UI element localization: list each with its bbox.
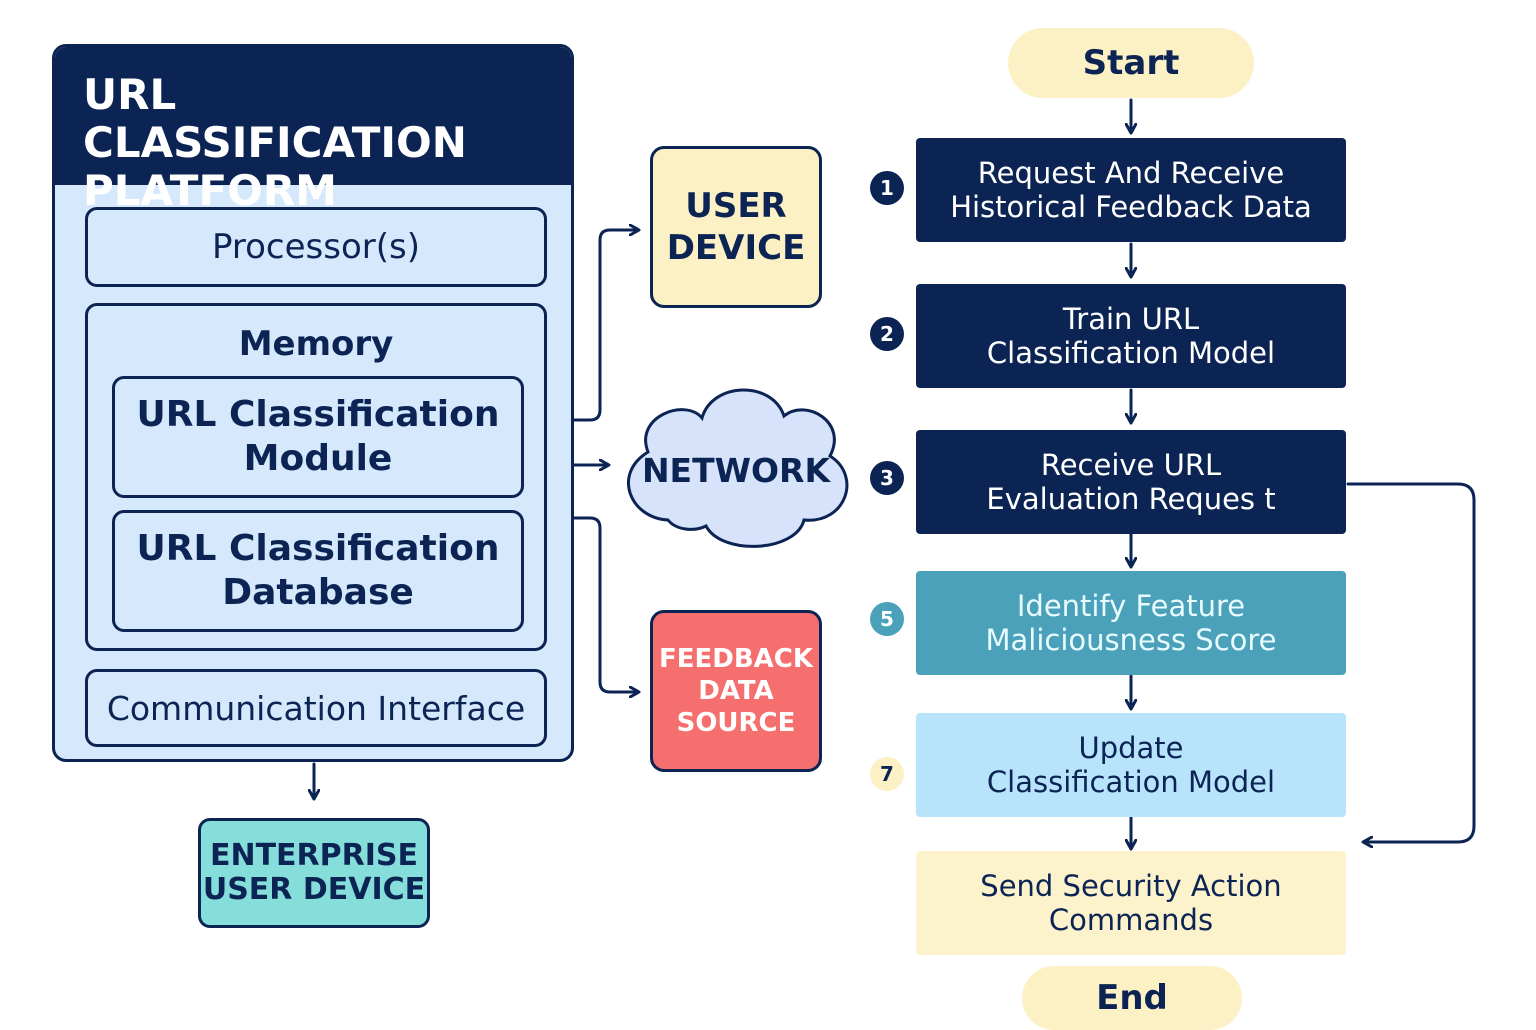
step-badge-1: 1 <box>870 171 904 205</box>
memory-label: Memory <box>238 324 394 364</box>
step2-line1: Train URL <box>1062 302 1200 336</box>
feedback-line3: SOURCE <box>676 708 796 738</box>
step6-line1: Send Security Action <box>980 869 1282 903</box>
enterprise-line1: ENTERPRISE <box>209 838 418 873</box>
flow-start: Start <box>1008 28 1254 98</box>
user-device-box: USER DEVICE <box>650 146 822 308</box>
arrow-module-to-user-device <box>518 230 638 422</box>
feedback-line1: FEEDBACK <box>658 644 814 674</box>
step4-line1: Identify Feature <box>1016 589 1246 623</box>
memory-box: Memory URL Classification Module URL Cla… <box>85 303 547 651</box>
user-device-line1: USER <box>685 186 787 226</box>
step1-line2: Historical Feedback Data <box>950 190 1312 224</box>
step-badge-2: 2 <box>870 317 904 351</box>
flow-step-train-model: Train URL Classification Model <box>916 284 1346 388</box>
flow-end: End <box>1022 966 1242 1030</box>
platform-title-line2: PLATFORM <box>83 166 337 215</box>
flow-step-send-commands: Send Security Action Commands <box>916 851 1346 955</box>
step5-line2: Classification Model <box>986 765 1276 799</box>
step6-line2: Commands <box>1048 903 1214 937</box>
arrow-step3-bypass-to-step6 <box>1346 482 1476 842</box>
url-classification-module: URL Classification Module <box>112 376 524 498</box>
module-line2: Module <box>243 438 393 479</box>
step-badge-5: 5 <box>870 602 904 636</box>
step-badge-3: 3 <box>870 461 904 495</box>
platform-title: URL CLASSIFICATION PLATFORM <box>55 47 571 215</box>
enterprise-user-device-box: ENTERPRISE USER DEVICE <box>198 818 430 928</box>
communication-interface-box: Communication Interface <box>85 669 547 747</box>
step4-line2: Maliciousness Score <box>985 623 1277 657</box>
flow-step-receive-request: Receive URL Evaluation Reques t <box>916 430 1346 534</box>
enterprise-line2: USER DEVICE <box>202 872 426 907</box>
flow-step-identify-score: Identify Feature Maliciousness Score <box>916 571 1346 675</box>
user-device-line2: DEVICE <box>666 228 806 268</box>
network-cloud <box>627 388 849 548</box>
arrow-platform-to-feedback <box>543 516 638 692</box>
step3-line2: Evaluation Reques t <box>986 482 1276 516</box>
step3-line1: Receive URL <box>1040 448 1222 482</box>
step2-line2: Classification Model <box>986 336 1276 370</box>
step5-line1: Update <box>1078 731 1184 765</box>
network-label: NETWORK <box>641 450 831 490</box>
database-line2: Database <box>222 572 414 613</box>
url-classification-platform: URL CLASSIFICATION PLATFORM Processor(s)… <box>52 44 574 762</box>
feedback-line2: DATA <box>698 676 774 706</box>
step-badge-7: 7 <box>870 757 904 791</box>
flow-step-request-feedback: Request And Receive Historical Feedback … <box>916 138 1346 242</box>
module-line1: URL Classification <box>136 394 500 435</box>
database-line1: URL Classification <box>136 528 500 569</box>
processor-box: Processor(s) <box>85 207 547 287</box>
step1-line1: Request And Receive <box>977 156 1285 190</box>
feedback-data-source-box: FEEDBACK DATA SOURCE <box>650 610 822 772</box>
flow-step-update-model: Update Classification Model <box>916 713 1346 817</box>
platform-title-line1: URL CLASSIFICATION <box>83 70 467 167</box>
url-classification-database: URL Classification Database <box>112 510 524 632</box>
